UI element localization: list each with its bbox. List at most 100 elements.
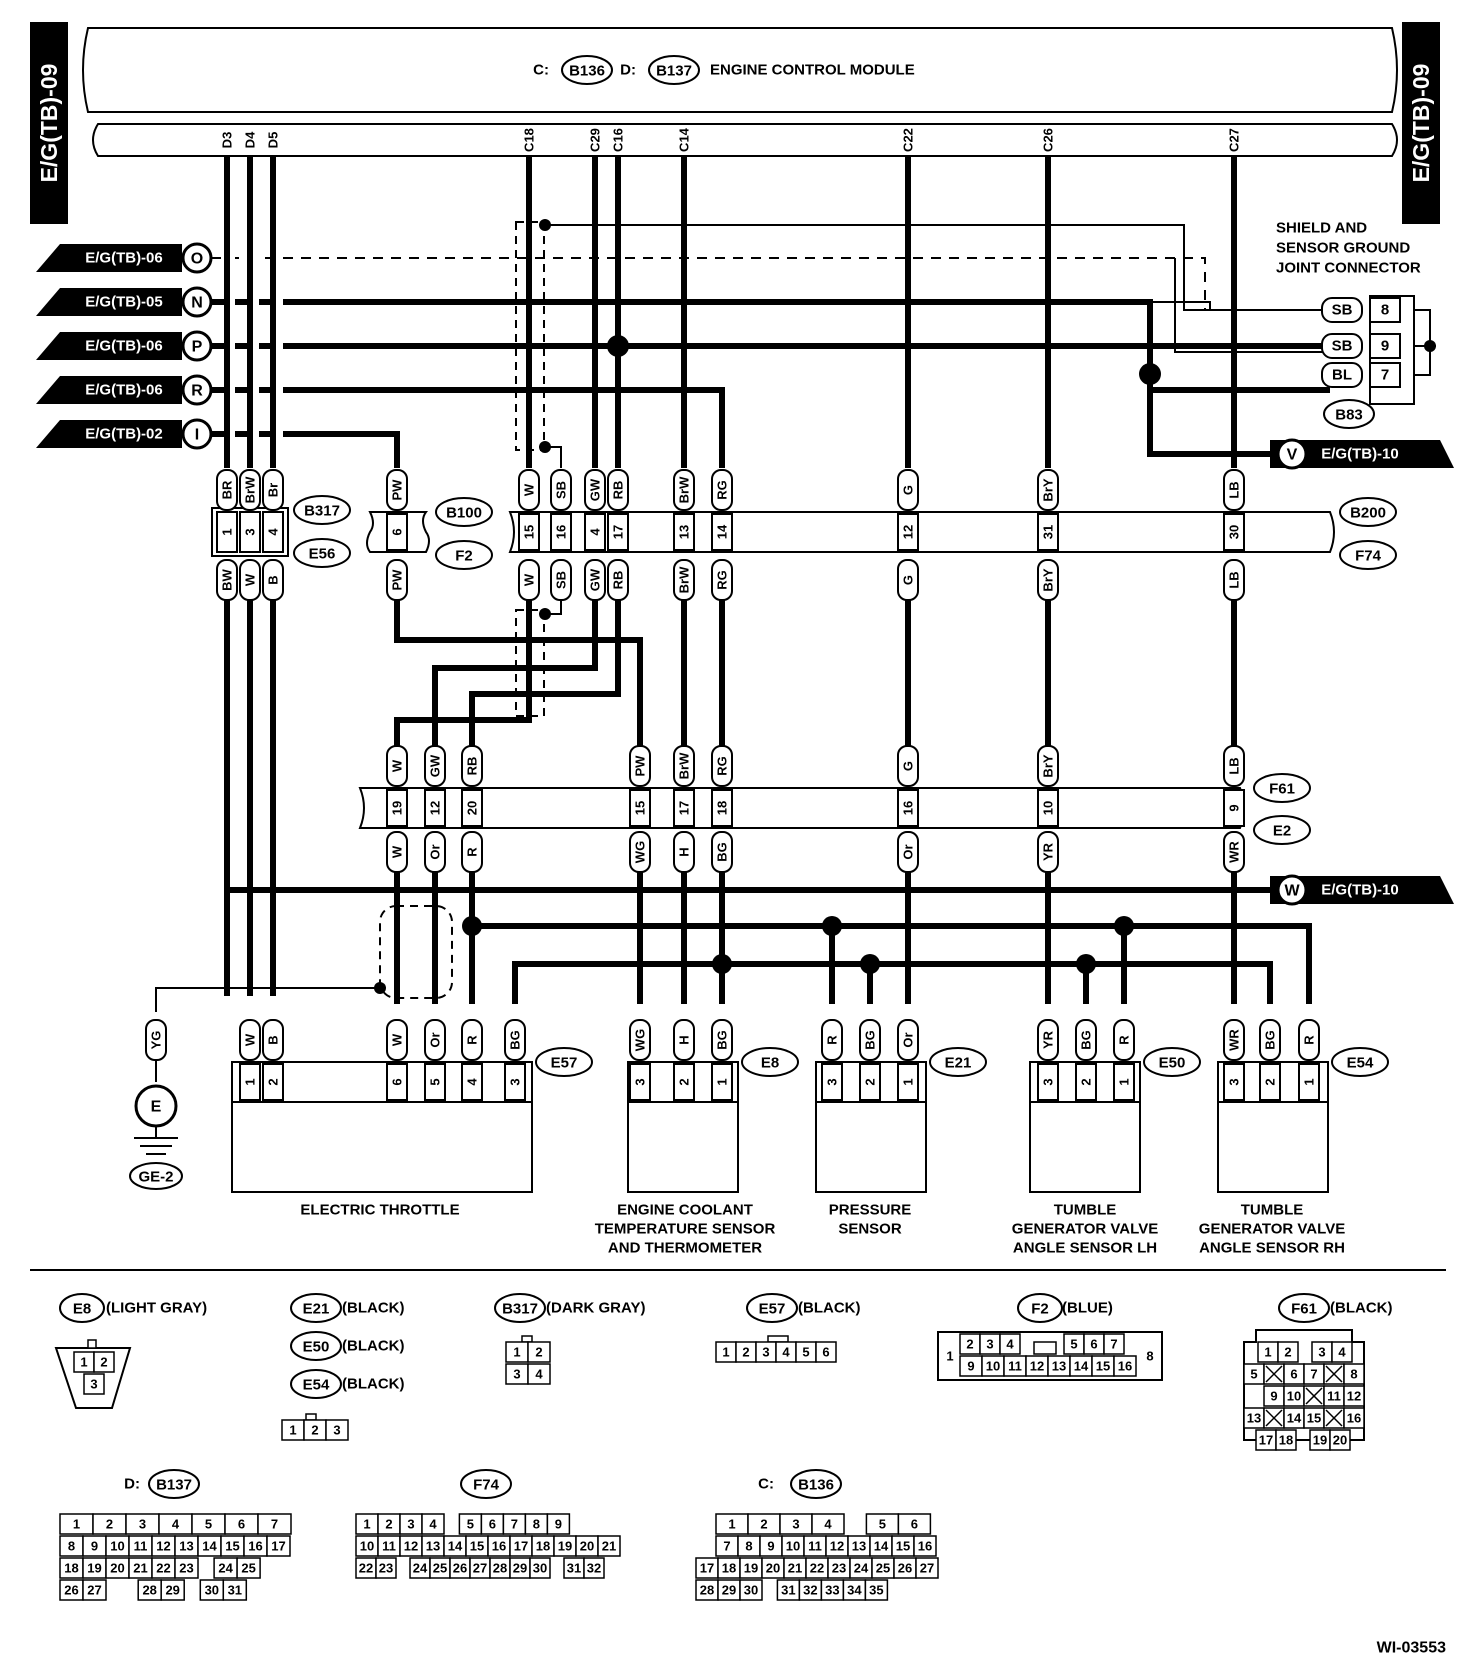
- shield-pin-box: [1369, 297, 1401, 323]
- component-pin-num: 3: [508, 1078, 523, 1085]
- legend-b137-num: 26: [64, 1583, 78, 1598]
- b317-wire-up-text: Br: [266, 483, 281, 497]
- legend-b136-num: 33: [825, 1583, 839, 1598]
- legend-f61-id-text: F61: [1291, 1301, 1317, 1318]
- b200-wire-down-text: LB: [1227, 571, 1242, 588]
- f61-wire-down: [897, 831, 919, 873]
- legend-f74-num: 12: [404, 1539, 418, 1554]
- legend-f74-num: 27: [473, 1561, 487, 1576]
- legend-f2-color: (BLUE): [1062, 1300, 1113, 1317]
- b200-pin-num: 16: [554, 525, 569, 539]
- f74-id-text: F74: [1355, 548, 1382, 565]
- legend-e57-num: 3: [762, 1345, 769, 1360]
- legend-f2-num: 3: [986, 1337, 993, 1352]
- page-tab-right-text: E/G(TB)-09: [1408, 64, 1434, 183]
- legend-e54-cell: [325, 1419, 349, 1441]
- f61-pin-num: 18: [715, 801, 730, 815]
- legend-e8-cell: [93, 1351, 115, 1373]
- f61-pin-num: 16: [901, 801, 916, 815]
- legend-b136-cell: [897, 1513, 932, 1535]
- f61-pin-cell: [424, 789, 446, 827]
- legend-b136-num: 35: [869, 1583, 883, 1598]
- f61-wire-down-text: BG: [715, 842, 730, 862]
- legend-e8-id-text: E8: [73, 1301, 91, 1318]
- component-wire-tag: [386, 1019, 408, 1061]
- shield-title-3: JOINT CONNECTOR: [1276, 260, 1421, 277]
- component-pin-cell: [504, 1063, 526, 1101]
- ecm-pin-C14: C14: [677, 127, 692, 152]
- legend-e54-id: [290, 1369, 342, 1399]
- b317-pin-cell: [262, 511, 284, 553]
- legend-e50-id: [290, 1331, 342, 1361]
- b200-pin-cell: [607, 513, 629, 551]
- left-ref-letter-circle: [181, 330, 213, 362]
- b317-wire-down: [239, 559, 261, 601]
- legend-f74-num: 25: [433, 1561, 447, 1576]
- b200-wire-up: [711, 469, 733, 511]
- legend-f61-cell: [1331, 1341, 1353, 1363]
- legend-b137-num: 30: [205, 1583, 219, 1598]
- legend-f2-num: 13: [1052, 1359, 1066, 1374]
- legend-f74-num: 29: [513, 1561, 527, 1576]
- left-ref-letter: I: [195, 427, 199, 444]
- f61-wire-up: [711, 745, 733, 787]
- e56-id: [293, 538, 351, 568]
- b200-wire-up: [607, 469, 629, 511]
- shield-ground-dot: [374, 982, 386, 994]
- legend-b137-num: 25: [241, 1561, 255, 1576]
- b200-pin-num: 13: [677, 525, 692, 539]
- f61-wire-up: [1037, 745, 1059, 787]
- f61-wire-down-text: WG: [633, 841, 648, 863]
- f61-wire-up: [386, 745, 408, 787]
- legend-f74-num: 19: [558, 1539, 572, 1554]
- f61-wire-up-text: GW: [428, 754, 443, 777]
- legend-b137-cell: [257, 1513, 292, 1535]
- legend-f61-cell: [1275, 1429, 1297, 1451]
- legend-f74-num: 18: [536, 1539, 550, 1554]
- b317-pin-num: 3: [243, 528, 258, 535]
- b200-wire-up: [518, 469, 540, 511]
- legend-f74-num: 13: [426, 1539, 440, 1554]
- component-pin-cell: [461, 1063, 483, 1101]
- legend-f61-num: 16: [1347, 1411, 1361, 1426]
- legend-f61-cell: [1343, 1363, 1365, 1385]
- legend-e54-color: (BLACK): [342, 1376, 404, 1393]
- legend-f74-num: 32: [587, 1561, 601, 1576]
- legend-f74-num: 6: [489, 1517, 496, 1532]
- shield-9-line: [1174, 258, 1330, 353]
- legend-f2-num: 12: [1030, 1359, 1044, 1374]
- legend-e57-num: 1: [722, 1345, 729, 1360]
- ecm-conn-d: [648, 55, 700, 85]
- left-ref-letter-circle: [181, 286, 213, 318]
- component-wire-tag-text: W: [243, 1033, 258, 1046]
- wire-I: [211, 431, 400, 468]
- component-conn-id-text: E21: [945, 1055, 972, 1072]
- b317-wire-down-text: BW: [220, 568, 235, 590]
- b200-pin-cell: [584, 513, 606, 551]
- legend-e54-num: 2: [311, 1423, 318, 1438]
- legend-e8-color: (LIGHT GRAY): [106, 1300, 207, 1317]
- wire-ground-shield: [155, 987, 380, 1012]
- f61-wire-up-text: G: [901, 761, 916, 771]
- ground-label-text: GE-2: [138, 1169, 173, 1186]
- b200-pin-num: 30: [1227, 525, 1242, 539]
- component-pin-cell: [629, 1063, 651, 1101]
- b200-wire-up-text: RG: [715, 480, 730, 500]
- b317-wire-down-text: B: [266, 575, 281, 584]
- legend-f61-cell: [1343, 1385, 1365, 1407]
- legend-b136-num: 25: [876, 1561, 890, 1576]
- page-tab-left: [30, 22, 68, 224]
- legend-f2-cell: [1113, 1355, 1137, 1377]
- legend-f61-num: 7: [1310, 1367, 1317, 1382]
- legend-f61-num: 3: [1318, 1345, 1325, 1360]
- b100-wire-up-text: PW: [390, 479, 405, 501]
- legend-f61-num: 13: [1247, 1411, 1261, 1426]
- component-wire-tag-text: BG: [1079, 1030, 1094, 1050]
- legend-b317-num: 4: [535, 1367, 543, 1382]
- legend-e21-id: [290, 1293, 342, 1323]
- right-ref-v-page: E/G(TB)-10: [1321, 446, 1399, 463]
- splice-dot-E21-R: [822, 916, 842, 936]
- shield-pin-color: SB: [1332, 302, 1353, 319]
